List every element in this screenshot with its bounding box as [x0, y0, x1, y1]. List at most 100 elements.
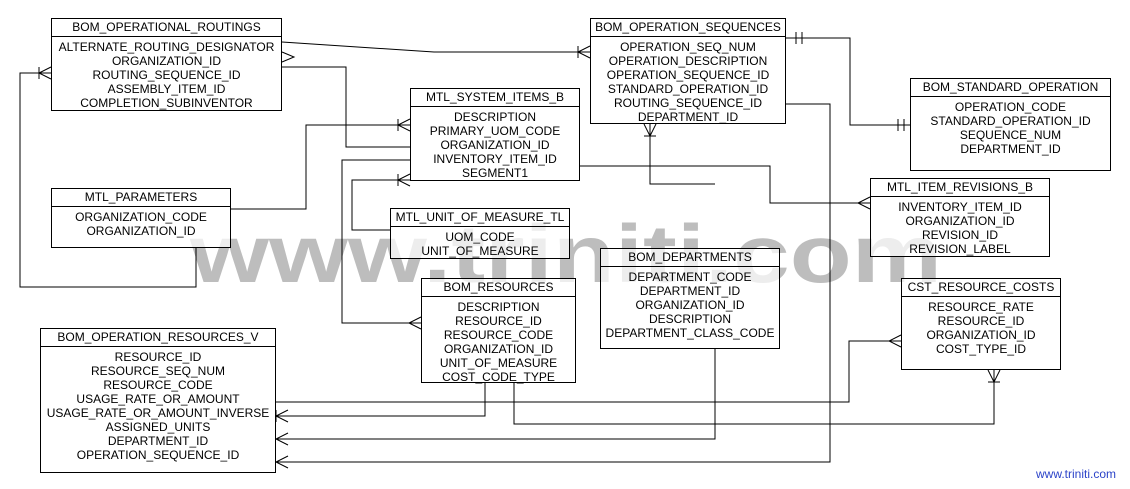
- entity-mtl-parameters[interactable]: MTL_PARAMETERS ORGANIZATION_CODE ORGANIZ…: [51, 188, 231, 248]
- entity-attribute: ORGANIZATION_ID: [111, 54, 222, 68]
- entity-attribute: RESOURCE_ID: [937, 314, 1025, 328]
- entity-attribute: OPERATION_CODE: [954, 100, 1067, 114]
- entity-attribute: INVENTORY_ITEM_ID: [433, 152, 557, 166]
- entity-mtl-system-items-b[interactable]: MTL_SYSTEM_ITEMS_B DESCRIPTION PRIMARY_U…: [410, 88, 580, 181]
- entity-attribute: ORGANIZATION_ID: [443, 342, 554, 356]
- entity-attribute: ASSEMBLY_ITEM_ID: [107, 82, 226, 96]
- rel-params-items: [231, 124, 410, 210]
- entity-attribute: ORGANIZATION_ID: [440, 138, 550, 152]
- entity-bom-standard-operation[interactable]: BOM_STANDARD_OPERATION OPERATION_CODE ST…: [910, 78, 1111, 171]
- entity-attributes: OPERATION_CODE STANDARD_OPERATION_ID SEQ…: [911, 97, 1110, 156]
- rel-routings-opseq: [281, 41, 590, 53]
- entity-attribute: INVENTORY_ITEM_ID: [898, 200, 1022, 214]
- entity-attributes: INVENTORY_ITEM_ID ORGANIZATION_ID REVISI…: [871, 197, 1049, 256]
- entity-attribute: REVISION_ID: [921, 228, 999, 242]
- crowfoot-opseq-left: [576, 45, 591, 59]
- entity-attribute: ORGANIZATION_ID: [926, 328, 1036, 342]
- rel-routings-items: [282, 66, 410, 148]
- entity-attribute: DESCRIPTION: [648, 312, 731, 326]
- entity-attribute: USAGE_RATE_OR_AMOUNT_INVERSE: [46, 406, 270, 420]
- crowfoot-opres-opseq: [274, 455, 289, 469]
- entity-attributes: ALTERNATE_ROUTING_DESIGNATOR ORGANIZATIO…: [52, 37, 281, 110]
- entity-bom-departments[interactable]: BOM_DEPARTMENTS DEPARTMENT_CODE DEPARTME…: [600, 248, 780, 349]
- entity-attributes: OPERATION_SEQ_NUM OPERATION_DESCRIPTION …: [591, 37, 785, 124]
- entity-attribute: SEQUENCE_NUM: [959, 128, 1062, 142]
- entity-attribute: COMPLETION_SUBINVENTOR: [80, 96, 253, 110]
- entity-attribute: DEPARTMENT_ID: [107, 434, 209, 448]
- credit-link[interactable]: www.triniti.com: [1035, 467, 1116, 481]
- crowfoot-routings-right: [281, 51, 296, 63]
- entity-attribute: UNIT_OF_MEASURE: [439, 356, 558, 370]
- entity-title: BOM_RESOURCES: [422, 279, 575, 297]
- entity-attribute: DESCRIPTION: [457, 300, 540, 314]
- entity-attribute: ORGANIZATION_CODE: [75, 210, 207, 224]
- entity-title: BOM_OPERATION_RESOURCES_V: [41, 329, 275, 347]
- rel-opseq-stdop: [786, 37, 910, 126]
- entity-cst-resource-costs[interactable]: CST_RESOURCE_COSTS RESOURCE_RATE RESOURC…: [901, 278, 1061, 370]
- entity-bom-resources[interactable]: BOM_RESOURCES DESCRIPTION RESOURCE_ID RE…: [421, 278, 576, 384]
- entity-attribute: USAGE_RATE_OR_AMOUNT: [76, 392, 240, 406]
- entity-attribute: REVISION_LABEL: [909, 242, 1011, 256]
- entity-attribute: DEPARTMENT_CODE: [628, 270, 752, 284]
- crowfoot-items-uom: [396, 173, 411, 187]
- entity-attributes: RESOURCE_RATE RESOURCE_ID ORGANIZATION_I…: [902, 297, 1060, 356]
- entity-attribute: OPERATION_SEQUENCE_ID: [606, 68, 770, 82]
- entity-attribute: RESOURCE_SEQ_NUM: [90, 364, 226, 378]
- entity-attributes: DEPARTMENT_CODE DEPARTMENT_ID ORGANIZATI…: [601, 267, 779, 340]
- entity-attribute: ROUTING_SEQUENCE_ID: [613, 96, 763, 110]
- entity-title: MTL_SYSTEM_ITEMS_B: [411, 89, 579, 107]
- entity-attribute: OPERATION_SEQ_NUM: [620, 40, 756, 54]
- entity-bom-operation-resources-v[interactable]: BOM_OPERATION_RESOURCES_V RESOURCE_ID RE…: [40, 328, 276, 473]
- entity-attributes: DESCRIPTION RESOURCE_ID RESOURCE_CODE OR…: [422, 297, 575, 384]
- entity-attributes: UOM_CODE UNIT_OF_MEASURE: [391, 227, 569, 258]
- entity-attribute: DESCRIPTION: [453, 110, 536, 124]
- entity-bom-operational-routings[interactable]: BOM_OPERATIONAL_ROUTINGS ALTERNATE_ROUTI…: [51, 18, 282, 111]
- entity-attribute: ASSIGNED_UNITS: [105, 420, 211, 434]
- entity-attribute: UNIT_OF_MEASURE: [421, 244, 539, 258]
- entity-attribute: ROUTING_SEQUENCE_ID: [92, 68, 241, 82]
- entity-attribute: DEPARTMENT_ID: [960, 142, 1061, 156]
- entity-title: MTL_PARAMETERS: [52, 189, 230, 207]
- entity-attribute: RESOURCE_CODE: [443, 328, 554, 342]
- one-one-stdop: [897, 119, 905, 131]
- crowfoot-opres-depts: [274, 432, 289, 446]
- crowfoot-revs-left: [856, 196, 871, 210]
- entity-attribute: DEPARTMENT_ID: [639, 284, 741, 298]
- entity-mtl-unit-of-measure-tl[interactable]: MTL_UNIT_OF_MEASURE_TL UOM_CODE UNIT_OF_…: [390, 208, 570, 259]
- entity-title: BOM_DEPARTMENTS: [601, 249, 779, 267]
- rel-items-revs: [580, 165, 870, 204]
- entity-attribute: DEPARTMENT_ID: [637, 110, 739, 124]
- entity-attribute: PRIMARY_UOM_CODE: [429, 124, 561, 138]
- rel-opseq-depts: [649, 124, 715, 185]
- entity-attributes: RESOURCE_ID RESOURCE_SEQ_NUM RESOURCE_CO…: [41, 347, 275, 462]
- rel-resources-cost: [513, 370, 995, 425]
- entity-attribute: OPERATION_SEQUENCE_ID: [76, 448, 240, 462]
- rel-opres-cost: [276, 340, 901, 403]
- entity-attribute: COST_TYPE_ID: [935, 342, 1027, 356]
- crowfoot-cost-left: [887, 334, 902, 348]
- entity-attributes: ORGANIZATION_CODE ORGANIZATION_ID: [52, 207, 230, 238]
- crowfoot-opseq-bottom: [643, 123, 657, 138]
- entity-bom-operation-sequences[interactable]: BOM_OPERATION_SEQUENCES OPERATION_SEQ_NU…: [590, 18, 786, 124]
- one-one-opseq: [795, 32, 803, 44]
- crowfoot-cost-bottom: [987, 369, 1001, 384]
- entity-attribute: RESOURCE_ID: [114, 350, 202, 364]
- entity-attribute: SEGMENT1: [461, 166, 528, 180]
- crowfoot-routings-left: [37, 66, 52, 80]
- entity-title: CST_RESOURCE_COSTS: [902, 279, 1060, 297]
- entity-attribute: ORGANIZATION_ID: [635, 298, 745, 312]
- crowfoot-opres-resources: [274, 409, 289, 423]
- entity-attribute: RESOURCE_ID: [455, 314, 542, 328]
- entity-title: BOM_STANDARD_OPERATION: [911, 79, 1110, 97]
- entity-attribute: RESOURCE_RATE: [928, 300, 1034, 314]
- rel-resources-opres: [276, 383, 486, 417]
- entity-attribute: UOM_CODE: [445, 230, 515, 244]
- entity-attribute: STANDARD_OPERATION_ID: [607, 82, 769, 96]
- entity-title: BOM_OPERATIONAL_ROUTINGS: [52, 19, 281, 37]
- entity-attribute: ORGANIZATION_ID: [905, 214, 1015, 228]
- entity-mtl-item-revisions-b[interactable]: MTL_ITEM_REVISIONS_B INVENTORY_ITEM_ID O…: [870, 178, 1050, 257]
- entity-title: MTL_ITEM_REVISIONS_B: [871, 179, 1049, 197]
- crowfoot-resources-left: [407, 316, 422, 330]
- entity-title: MTL_UNIT_OF_MEASURE_TL: [391, 209, 569, 227]
- entity-attribute: STANDARD_OPERATION_ID: [930, 114, 1091, 128]
